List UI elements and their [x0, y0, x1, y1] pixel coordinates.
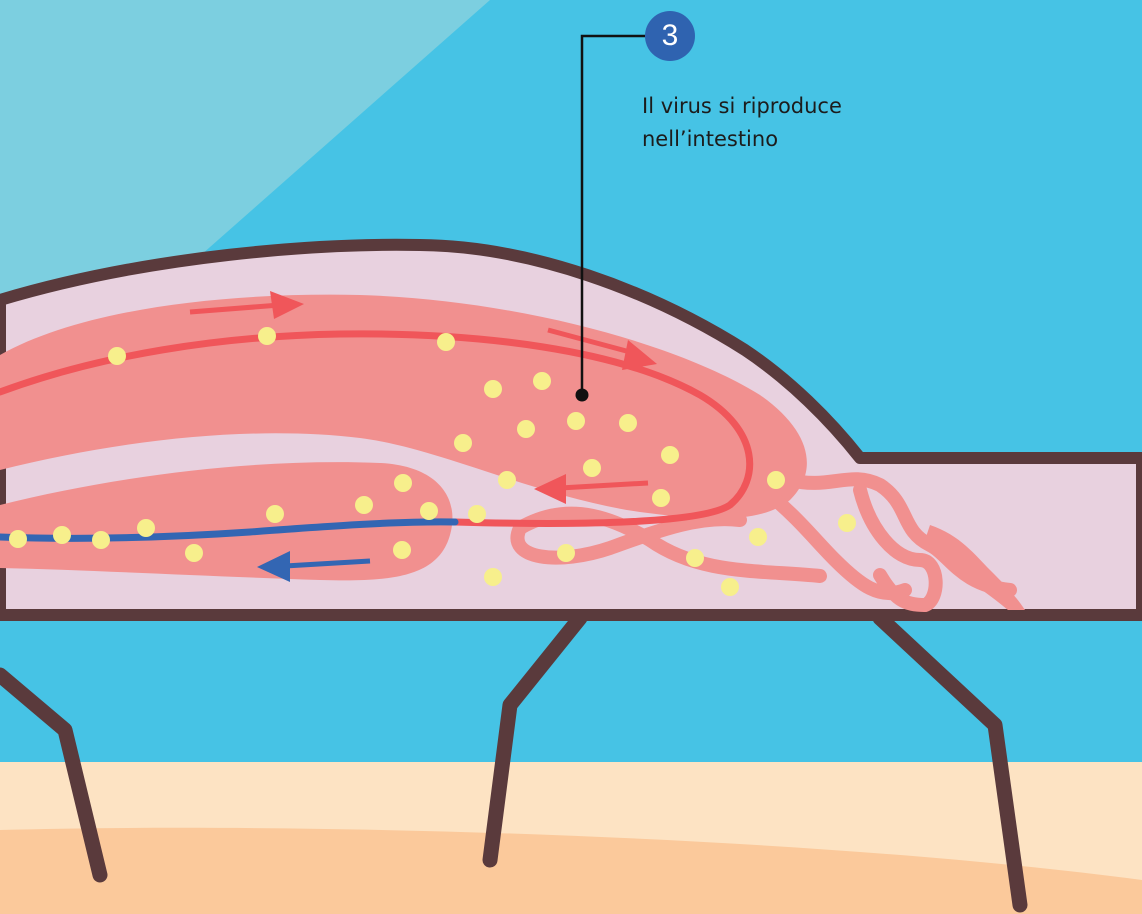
- virus-particle-icon: [468, 505, 486, 523]
- virus-particle-icon: [484, 380, 502, 398]
- virus-particle-icon: [619, 414, 637, 432]
- virus-particle-icon: [484, 568, 502, 586]
- virus-particle-icon: [557, 544, 575, 562]
- virus-particle-icon: [137, 519, 155, 537]
- virus-particle-icon: [661, 446, 679, 464]
- virus-particle-icon: [838, 514, 856, 532]
- virus-particle-icon: [749, 528, 767, 546]
- virus-particle-icon: [721, 578, 739, 596]
- virus-particle-icon: [567, 412, 585, 430]
- virus-particle-icon: [437, 333, 455, 351]
- virus-particle-icon: [108, 347, 126, 365]
- virus-particle-icon: [355, 496, 373, 514]
- virus-particle-icon: [454, 434, 472, 452]
- virus-particle-icon: [92, 531, 110, 549]
- virus-particle-icon: [420, 502, 438, 520]
- virus-particle-icon: [498, 471, 516, 489]
- step-caption: Il virus si riproduce nell’intestino: [642, 90, 972, 156]
- virus-particle-icon: [9, 530, 27, 548]
- virus-particle-icon: [533, 372, 551, 390]
- leader-line-anchor: [576, 389, 589, 402]
- virus-particle-icon: [394, 474, 412, 492]
- virus-particle-icon: [266, 505, 284, 523]
- virus-particle-icon: [53, 526, 71, 544]
- step-number-badge: 3: [645, 11, 695, 61]
- virus-particle-icon: [767, 471, 785, 489]
- caption-line: nell’intestino: [642, 123, 972, 156]
- virus-particle-icon: [185, 544, 203, 562]
- caption-line: Il virus si riproduce: [642, 90, 972, 123]
- virus-particle-icon: [393, 541, 411, 559]
- virus-particle-icon: [583, 459, 601, 477]
- virus-particle-icon: [686, 549, 704, 567]
- virus-particle-icon: [517, 420, 535, 438]
- virus-particle-icon: [258, 327, 276, 345]
- virus-particle-icon: [652, 489, 670, 507]
